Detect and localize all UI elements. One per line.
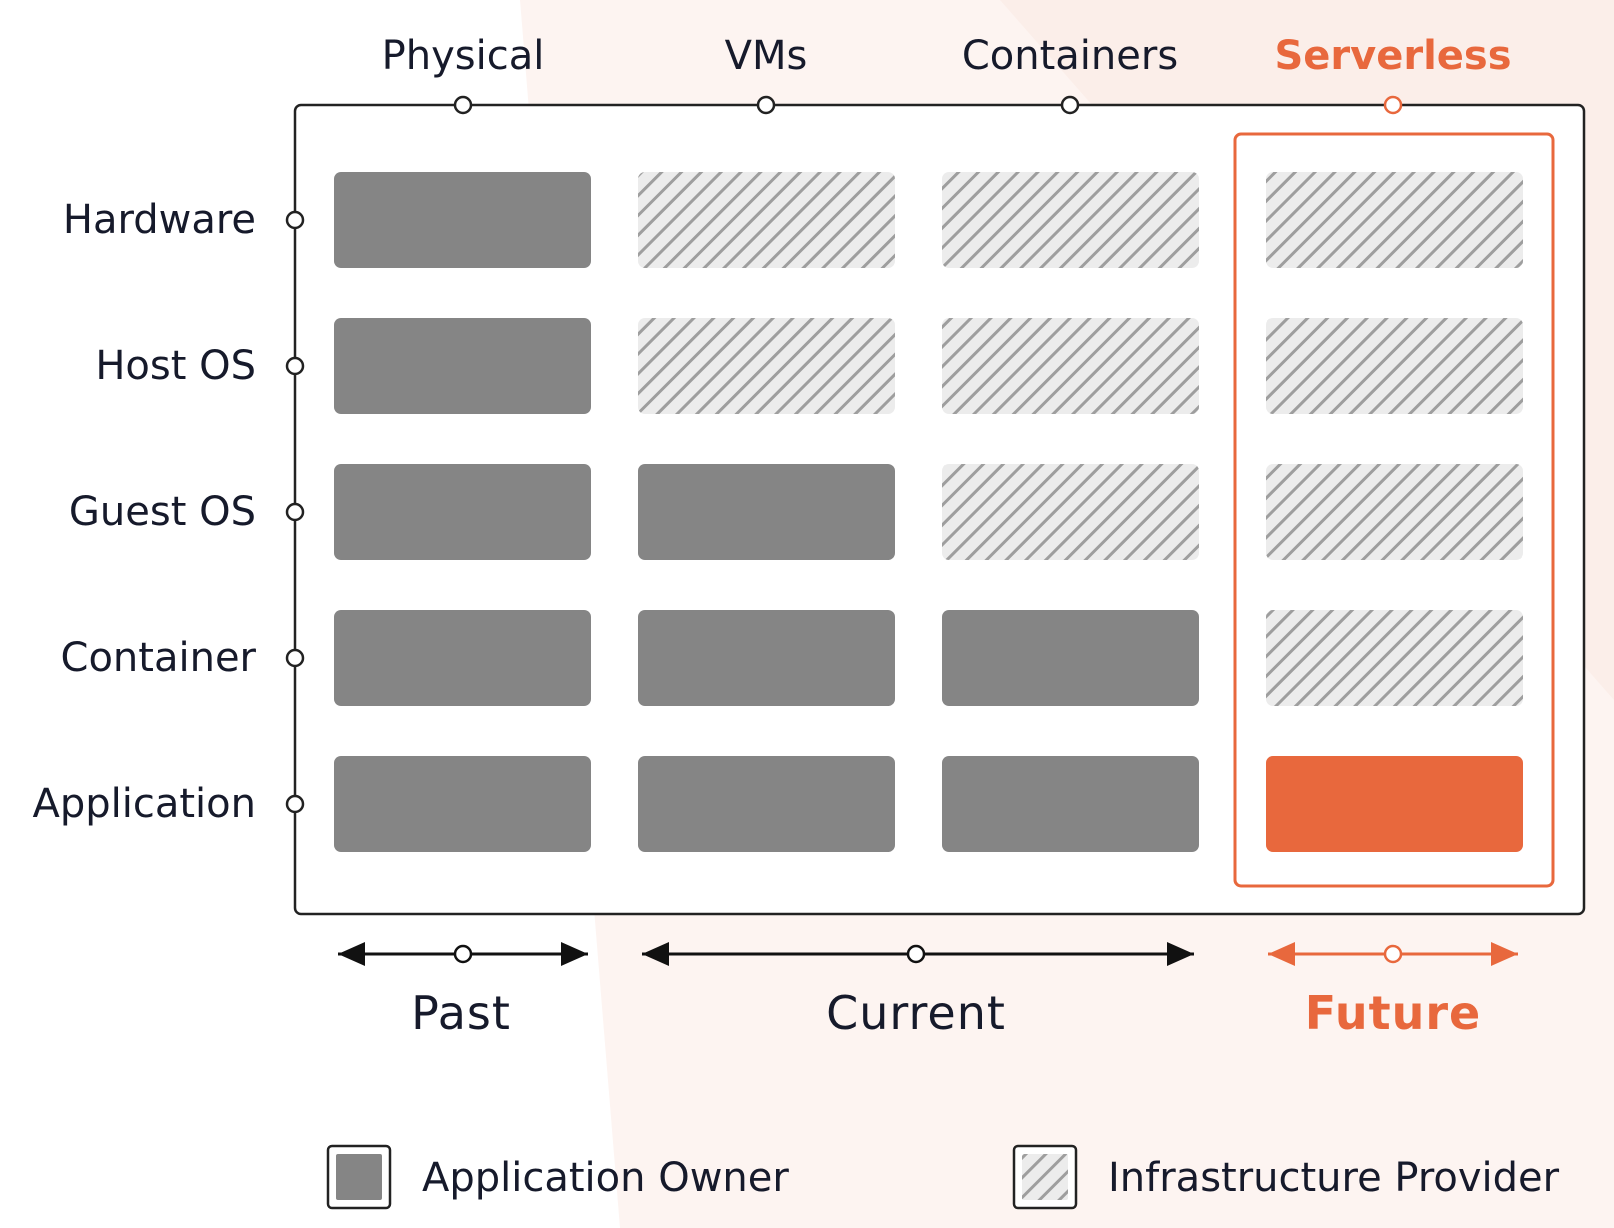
cell-containers-application-owner (942, 756, 1199, 852)
cell-vms-application-owner (638, 756, 895, 852)
cell-serverless-application-accent (1266, 756, 1523, 852)
cell-serverless-container-provider (1266, 610, 1523, 706)
column-node-vms (756, 95, 776, 115)
era-arrow-future (1268, 942, 1518, 966)
cell-serverless-hardware-provider (1266, 172, 1523, 268)
legend-label-owner: Application Owner (422, 1155, 789, 1201)
era-label-future: Future (1304, 986, 1482, 1040)
cell-grid (334, 172, 1523, 852)
legend-swatch-owner (326, 1144, 392, 1210)
row-label-host-os: Host OS (95, 343, 256, 389)
cell-serverless-guest-os-provider (1266, 464, 1523, 560)
column-header-serverless: Serverless (1274, 33, 1512, 79)
row-label-container: Container (60, 635, 256, 681)
legend-swatch-provider (1012, 1144, 1078, 1210)
row-node-host-os (285, 356, 305, 376)
cell-vms-hardware-provider (638, 172, 895, 268)
cell-physical-application-owner (334, 756, 591, 852)
cell-containers-container-owner (942, 610, 1199, 706)
cell-containers-hardware-provider (942, 172, 1199, 268)
column-header-physical: Physical (381, 33, 545, 79)
row-node-hardware (285, 210, 305, 230)
column-header-vms: VMs (724, 33, 808, 79)
cell-physical-container-owner (334, 610, 591, 706)
era-label-past: Past (411, 986, 511, 1040)
serverless-highlight-box (1233, 132, 1555, 888)
era-arrow-past (338, 942, 588, 966)
row-node-application (285, 794, 305, 814)
column-node-containers (1060, 95, 1080, 115)
cell-physical-host-os-owner (334, 318, 591, 414)
column-node-physical (453, 95, 473, 115)
cell-physical-guest-os-owner (334, 464, 591, 560)
row-node-guest-os (285, 502, 305, 522)
cell-vms-container-owner (638, 610, 895, 706)
legend-label-provider: Infrastructure Provider (1108, 1155, 1560, 1201)
cell-containers-guest-os-provider (942, 464, 1199, 560)
row-label-application: Application (32, 781, 257, 827)
row-label-guest-os: Guest OS (68, 489, 256, 535)
cell-vms-guest-os-owner (638, 464, 895, 560)
row-node-container (285, 648, 305, 668)
column-header-containers: Containers (961, 33, 1179, 79)
row-label-hardware: Hardware (62, 197, 256, 243)
column-node-serverless (1383, 95, 1403, 115)
cell-physical-hardware-owner (334, 172, 591, 268)
cell-containers-host-os-provider (942, 318, 1199, 414)
era-label-current: Current (826, 986, 1006, 1040)
cell-vms-host-os-provider (638, 318, 895, 414)
era-arrow-current (642, 942, 1194, 966)
cell-serverless-host-os-provider (1266, 318, 1523, 414)
